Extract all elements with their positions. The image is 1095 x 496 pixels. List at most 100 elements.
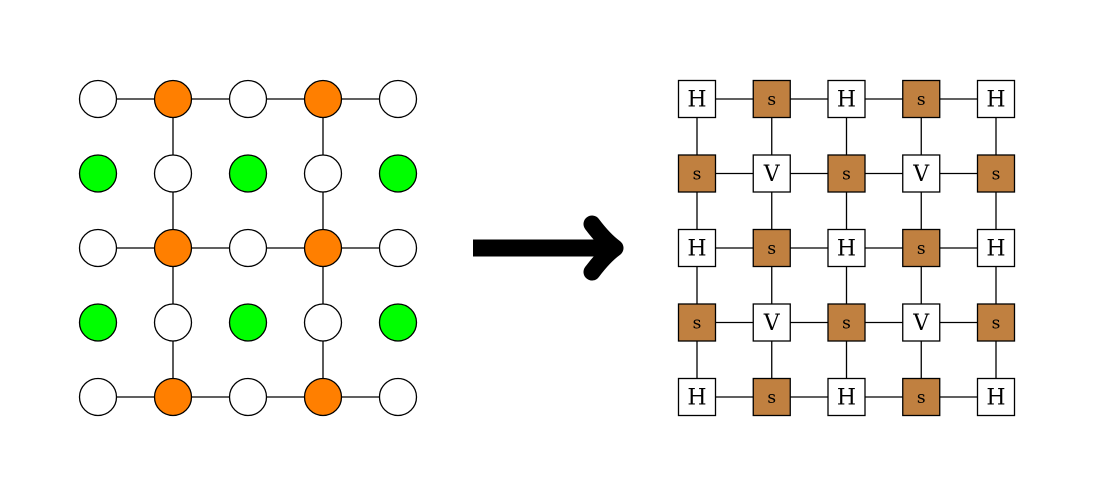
right-node-label: s (767, 239, 776, 259)
right-node-label: s (693, 314, 702, 334)
right-node-box-brown (976, 303, 1016, 342)
right-node: V (752, 303, 791, 342)
right-node-label: s (917, 388, 926, 408)
right-node: s (752, 377, 791, 417)
left-node-green (78, 303, 118, 342)
right-node-label: H (687, 88, 706, 113)
right-arrow-icon (473, 215, 624, 281)
right-node-label: V (763, 162, 781, 187)
right-node-box-white (752, 154, 791, 193)
right-node-box-brown (976, 154, 1016, 193)
right-node: V (902, 303, 941, 342)
right-node-box-white (827, 228, 866, 268)
right-node: s (677, 154, 717, 193)
right-node: s (827, 154, 866, 193)
left-node-green (228, 154, 268, 193)
right-node-label: H (986, 386, 1005, 411)
left-node-white (78, 377, 118, 417)
right-node: s (677, 303, 717, 342)
right-node-box-white (752, 303, 791, 342)
left-node-orange (303, 228, 343, 268)
right-node-box-brown (752, 79, 791, 119)
left-node-green (228, 303, 268, 342)
right-node-label: H (687, 237, 706, 262)
right-node: s (902, 377, 941, 417)
left-node-white (378, 377, 418, 417)
right-node-label: V (763, 311, 781, 336)
right-node-label: H (986, 237, 1005, 262)
right-node: V (752, 154, 791, 193)
right-node-label: V (912, 162, 930, 187)
left-node-green (378, 154, 418, 193)
right-node-box-brown (902, 228, 941, 268)
right-node: s (976, 154, 1016, 193)
left-node-white (228, 377, 268, 417)
left-node-white (153, 154, 193, 193)
right-node-label: H (837, 386, 856, 411)
left-node-orange (153, 79, 193, 119)
right-node: H (677, 377, 717, 417)
right-node-box-brown (827, 303, 866, 342)
right-node-label: s (842, 314, 851, 334)
right-node-box-brown (677, 303, 717, 342)
right-node-label: s (992, 165, 1001, 185)
right-node: H (976, 377, 1016, 417)
right-node-box-brown (677, 154, 717, 193)
right-node: H (677, 79, 717, 119)
right-node-label: H (687, 386, 706, 411)
right-node-box-brown (752, 228, 791, 268)
left-node-white (78, 79, 118, 119)
right-node-box-white (677, 79, 717, 119)
right-node-label: s (693, 165, 702, 185)
right-node-label: H (837, 88, 856, 113)
right-node-box-white (677, 228, 717, 268)
right-node-label: s (917, 239, 926, 259)
right-node: s (976, 303, 1016, 342)
left-node-white (153, 303, 193, 342)
right-node-box-white (902, 154, 941, 193)
left-node-white (303, 303, 343, 342)
left-node-white (303, 154, 343, 193)
right-node-box-brown (752, 377, 791, 417)
left-node-orange (153, 228, 193, 268)
right-node-label: H (837, 237, 856, 262)
right-node-box-white (677, 377, 717, 417)
left-node-green (378, 303, 418, 342)
right-node-box-white (902, 303, 941, 342)
left-node-green (78, 154, 118, 193)
right-node-box-brown (827, 154, 866, 193)
right-node-label: H (986, 88, 1005, 113)
right-node-label: s (767, 388, 776, 408)
right-node: V (902, 154, 941, 193)
right-node-label: s (842, 165, 851, 185)
right-node: s (752, 228, 791, 268)
right-node: s (827, 303, 866, 342)
right-node-label: V (912, 311, 930, 336)
right-node-box-white (976, 79, 1016, 119)
right-node: H (976, 228, 1016, 268)
right-node-box-white (827, 79, 866, 119)
right-node-box-white (827, 377, 866, 417)
left-node-white (378, 79, 418, 119)
left-node-orange (303, 377, 343, 417)
right-node: H (677, 228, 717, 268)
right-node: H (976, 79, 1016, 119)
left-node-white (378, 228, 418, 268)
right-node: s (902, 228, 941, 268)
right-node-label: s (767, 90, 776, 110)
right-node-box-white (976, 228, 1016, 268)
right-node-box-white (976, 377, 1016, 417)
right-node-box-brown (902, 79, 941, 119)
left-node-white (228, 79, 268, 119)
left-node-white (78, 228, 118, 268)
right-node-label: s (917, 90, 926, 110)
right-node: s (902, 79, 941, 119)
left-lattice (78, 79, 418, 417)
left-node-orange (153, 377, 193, 417)
right-node-label: s (992, 314, 1001, 334)
arrow-head (583, 215, 624, 281)
right-node-box-brown (902, 377, 941, 417)
right-node: H (827, 79, 866, 119)
